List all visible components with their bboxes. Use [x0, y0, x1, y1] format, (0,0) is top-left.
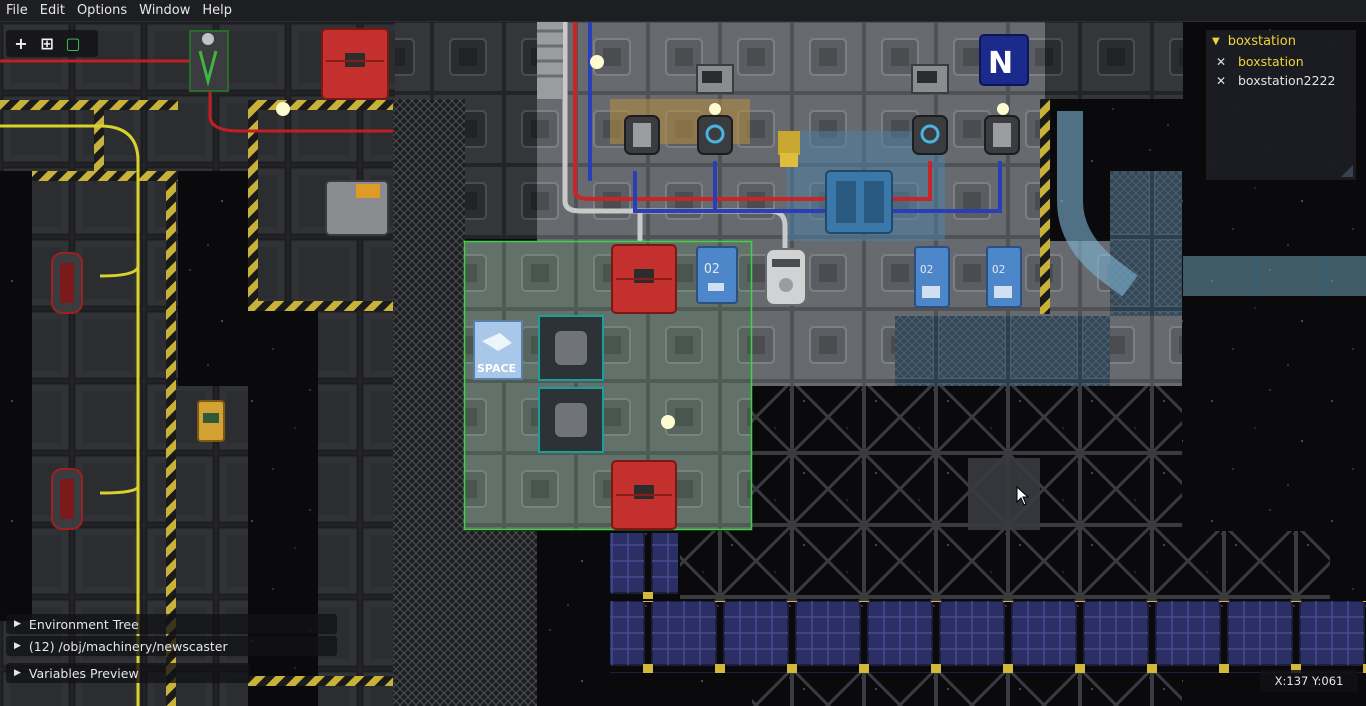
- cryo-tube[interactable]: [51, 468, 83, 530]
- scrubber-core: [555, 331, 587, 365]
- close-icon[interactable]: ✕: [1216, 54, 1227, 69]
- hazard-stripe: [248, 676, 393, 686]
- mouse-cursor-icon: [1016, 486, 1030, 506]
- light-bulb: [997, 103, 1009, 115]
- plus-icon[interactable]: +: [14, 34, 28, 53]
- menu-file[interactable]: File: [6, 3, 28, 18]
- menu-bar: File Edit Options Window Help: [0, 0, 1366, 22]
- hazard-stripe: [94, 101, 104, 181]
- airlock-door[interactable]: [611, 460, 677, 530]
- close-icon[interactable]: ✕: [1216, 73, 1227, 88]
- air-pump[interactable]: [912, 115, 948, 155]
- air-pump[interactable]: [984, 115, 1020, 155]
- solar-panel: [610, 533, 678, 599]
- grid-icon[interactable]: ⊞: [40, 34, 54, 53]
- light-bulb: [276, 102, 290, 116]
- space-gap: [178, 171, 248, 391]
- menu-window[interactable]: Window: [139, 3, 191, 18]
- map-list-header[interactable]: ▼ boxstation: [1206, 30, 1356, 52]
- coordinates-readout: X:137 Y:061: [1260, 670, 1358, 692]
- variables-preview-label: Variables Preview: [28, 665, 139, 681]
- menu-edit[interactable]: Edit: [39, 3, 65, 18]
- map-list-item-label: boxstation: [1238, 54, 1304, 69]
- pipe-red: [573, 21, 932, 201]
- map-toolbar: + ⊞ ▢: [6, 30, 98, 57]
- antenna-machine[interactable]: [189, 30, 229, 92]
- environment-tree-label: Environment Tree: [28, 616, 139, 632]
- oxygen-locker[interactable]: O2: [696, 246, 738, 304]
- airlock-door[interactable]: [321, 28, 389, 100]
- menu-help[interactable]: Help: [202, 3, 233, 18]
- object-path-node[interactable]: ▶ (12) /obj/machinery/newscaster: [6, 636, 337, 656]
- map-list-item[interactable]: ✕ boxstation2222: [1206, 71, 1356, 90]
- locker-label: O2: [920, 263, 933, 276]
- hazard-stripe: [248, 301, 393, 311]
- menu-options[interactable]: Options: [76, 3, 128, 18]
- collapse-triangle-icon[interactable]: ▼: [1212, 35, 1220, 47]
- space-sign-label: SPACE: [477, 362, 516, 375]
- glass-pipe: [1183, 256, 1366, 296]
- space-gap: [0, 171, 32, 621]
- computer-console[interactable]: [911, 64, 949, 94]
- map-list-panel: ▼ boxstation ✕ boxstation ✕ boxstation22…: [1206, 30, 1356, 180]
- nanotrasen-logo[interactable]: N: [979, 34, 1029, 86]
- expand-triangle-icon[interactable]: ▶: [14, 619, 21, 629]
- light-bulb: [590, 55, 604, 69]
- vent-shaft: [537, 29, 563, 78]
- glass-pipe: [1057, 111, 1138, 297]
- environment-tree-node[interactable]: ▶ Environment Tree: [6, 614, 337, 634]
- hazard-stripe: [32, 171, 178, 181]
- cryo-tube[interactable]: [51, 252, 83, 314]
- expand-triangle-icon[interactable]: ▶: [14, 641, 21, 651]
- disposal-unit[interactable]: [325, 180, 389, 236]
- locker-cabinet[interactable]: [197, 400, 225, 442]
- map-list-item-label: boxstation2222: [1238, 73, 1336, 88]
- map-list-title: boxstation: [1227, 33, 1296, 49]
- glass-pipe-joint: [1252, 256, 1328, 296]
- floor-row: [465, 99, 537, 239]
- air-pump[interactable]: [697, 115, 733, 155]
- resize-grip-icon[interactable]: [1341, 165, 1353, 177]
- hover-tile: [968, 458, 1040, 530]
- hazard-stripe: [248, 100, 393, 110]
- scrubber-core: [555, 403, 587, 437]
- hazard-stripe: [0, 100, 178, 110]
- pipe-blue: [588, 21, 1002, 213]
- air-pump[interactable]: [624, 115, 660, 155]
- selection-box-border[interactable]: [463, 240, 753, 531]
- light-bulb: [661, 415, 675, 429]
- select-square-icon[interactable]: ▢: [65, 34, 81, 53]
- airlock-door[interactable]: [611, 244, 677, 314]
- hazard-stripe: [166, 181, 176, 706]
- office-chair[interactable]: [778, 131, 800, 167]
- solar-panel-row: [610, 601, 1366, 673]
- lattice-area: [680, 531, 1330, 601]
- object-path-label: (12) /obj/machinery/newscaster: [28, 638, 228, 654]
- medbot[interactable]: [765, 248, 807, 306]
- space-sign[interactable]: SPACE: [473, 320, 523, 380]
- air-alarm-machine[interactable]: [825, 170, 893, 234]
- computer-console[interactable]: [696, 64, 734, 94]
- nt-logo-label: N: [988, 46, 1013, 81]
- grate-corridor: [393, 99, 465, 706]
- variables-preview-node[interactable]: ▶ Variables Preview: [6, 663, 250, 683]
- locker-label: O2: [704, 262, 720, 277]
- oxygen-locker[interactable]: O2: [986, 246, 1022, 308]
- expand-triangle-icon[interactable]: ▶: [14, 668, 21, 678]
- map-list-item[interactable]: ✕ boxstation: [1206, 52, 1356, 71]
- window-tile: [895, 316, 1110, 386]
- hazard-stripe: [248, 110, 258, 310]
- oxygen-locker[interactable]: O2: [914, 246, 950, 308]
- hazard-stripe: [1040, 99, 1050, 314]
- light-bulb: [709, 103, 721, 115]
- locker-label: O2: [992, 263, 1005, 276]
- map-canvas[interactable]: O2 O2 O2 SPACE N: [0, 21, 1366, 706]
- grate-corridor: [465, 531, 537, 706]
